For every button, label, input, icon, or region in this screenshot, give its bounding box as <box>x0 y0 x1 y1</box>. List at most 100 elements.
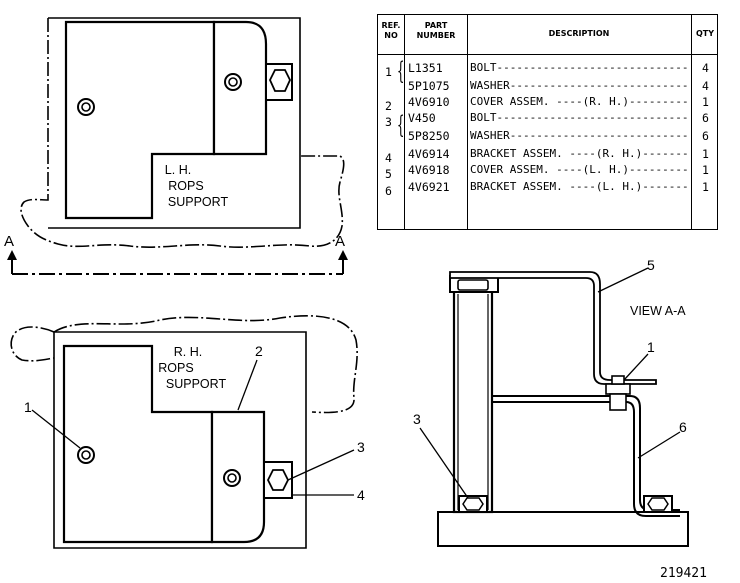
bracket-sheet-outer <box>492 395 680 511</box>
lh-hex-bolt-head <box>269 69 291 92</box>
row-description-text: BOLT <box>470 111 497 124</box>
row-leader-dashes: ---- <box>562 147 596 160</box>
section-marker-left: A <box>4 233 14 250</box>
row-leader-dashes: ----------------------------------------… <box>509 129 688 142</box>
view-a-a-title: VIEW A-A <box>630 304 686 318</box>
row-qty: 4 <box>702 61 709 75</box>
row-side: (R. H.) <box>595 147 643 160</box>
section-arrow-left-head <box>7 250 17 260</box>
lh-bracket <box>212 20 268 156</box>
lh-rops-support-view: L. H. ROPS SUPPORT <box>20 17 345 248</box>
section-marker-right: A <box>335 233 345 250</box>
rh-bolt-left-outer <box>77 446 95 464</box>
rh-frame <box>53 331 307 549</box>
lh-label-line-2: ROPS <box>168 179 203 193</box>
row-side: (L. H.) <box>582 163 629 176</box>
row-description: BOLT------------------------------------… <box>470 61 688 75</box>
lh-label-line-3: SUPPORT <box>168 195 229 209</box>
rh-label-line-1: R. H. <box>174 345 202 359</box>
row-leader-dashes: ----------------------------------------… <box>496 61 689 74</box>
rh-leader-3 <box>287 449 355 481</box>
mid-bolt-nut <box>609 393 627 411</box>
row-description-text: BOLT <box>470 61 497 74</box>
view-callout-6: 6 <box>679 419 687 435</box>
row-qty: 1 <box>702 163 709 177</box>
row-part-number: 4V6910 <box>408 95 450 109</box>
vertical-post <box>452 288 494 514</box>
rh-bracket <box>210 410 266 544</box>
row-part-number: 5P1075 <box>408 79 450 93</box>
row-part-number: 4V6914 <box>408 147 450 161</box>
view-leader-1 <box>623 353 649 381</box>
base-plate <box>437 511 689 547</box>
row-leader-dashes: ----------------------------------------… <box>628 95 688 108</box>
row-qty: 6 <box>702 111 709 125</box>
row-leader-dashes: ----------------------------------------… <box>496 111 689 124</box>
row-description-text: WASHER <box>470 129 510 142</box>
view-callout-3: 3 <box>413 411 421 427</box>
row-leader-dashes: ----------------------------------------… <box>628 163 688 176</box>
rh-label-line-3: SUPPORT <box>166 377 227 391</box>
row-qty: 1 <box>702 180 709 194</box>
lh-label-line-1: L. H. <box>165 163 191 177</box>
row-description-text: COVER ASSEM. <box>470 95 550 108</box>
row-description-text: COVER ASSEM. <box>470 163 550 176</box>
cover-sheet <box>449 271 657 385</box>
row-part-number: L1351 <box>408 61 443 75</box>
table-header-divider <box>378 54 717 55</box>
row-description: BRACKET ASSEM. ----(L. H.)--------------… <box>470 180 688 194</box>
lh-bolt-right-inner <box>228 77 238 87</box>
row-side: (L. H.) <box>595 180 643 193</box>
row-description: COVER ASSEM. ----(R. H.)----------------… <box>470 95 688 109</box>
section-line-a-a: A A <box>4 233 348 275</box>
rh-callout-2: 2 <box>255 343 263 359</box>
row-part-number: 4V6921 <box>408 180 450 194</box>
rh-support-plate <box>62 344 214 544</box>
rh-break-line-top <box>53 315 358 414</box>
row-description: BRACKET ASSEM. ----(R. H.)--------------… <box>470 147 688 161</box>
row-part-number: 5P8250 <box>408 129 450 143</box>
table-col-divider-2 <box>467 15 468 229</box>
row-ref-no: 2 <box>385 99 392 113</box>
brace-group-3: { <box>396 111 405 139</box>
row-description-text: BRACKET ASSEM. <box>470 147 563 160</box>
row-ref-no: 6 <box>385 184 392 198</box>
rh-rops-support-view: R. H. ROPS SUPPORT 1 2 3 4 <box>10 315 365 549</box>
view-leader-3 <box>419 427 469 499</box>
lh-bolt-left-outer <box>77 98 95 116</box>
row-leader-dashes: ----------------------------------------… <box>509 79 688 92</box>
view-leader-6 <box>637 431 681 459</box>
figure-number: 219421 <box>660 566 707 581</box>
row-leader-dashes: ---- <box>549 95 583 108</box>
bracket-sheet-inner <box>492 401 680 517</box>
mid-bolt-washer <box>605 383 631 395</box>
brace-group-1: { <box>396 57 405 85</box>
view-leader-5 <box>597 267 649 293</box>
row-part-number: V450 <box>408 111 436 125</box>
lh-frame <box>48 17 301 229</box>
row-leader-dashes: ---- <box>549 163 583 176</box>
header-description: DESCRIPTION <box>548 29 610 38</box>
header-ref-no: REF. NO <box>381 21 401 40</box>
row-ref-no: 5 <box>385 167 392 181</box>
row-leader-dashes: ----------------------------------------… <box>642 180 688 193</box>
rh-break-line-left <box>10 326 55 362</box>
rh-bolt-left-inner <box>81 450 91 460</box>
post-top-bolt <box>457 279 489 291</box>
lh-bolt-left-inner <box>81 102 91 112</box>
mid-bolt-head <box>611 375 625 385</box>
row-leader-dashes: ----------------------------------------… <box>642 147 688 160</box>
bottom-bolt-right-head <box>647 497 669 511</box>
rh-callout-3: 3 <box>357 439 365 455</box>
row-qty: 4 <box>702 79 709 93</box>
row-qty: 6 <box>702 129 709 143</box>
table-col-divider-1 <box>404 15 405 229</box>
lh-break-line <box>20 18 345 248</box>
row-leader-dashes: ---- <box>562 180 596 193</box>
row-part-number: 4V6918 <box>408 163 450 177</box>
view-a-a-section: VIEW A-A 5 1 3 6 <box>413 257 689 547</box>
bottom-bolt-left-head <box>462 497 484 511</box>
header-qty: QTY <box>695 29 715 38</box>
row-description: BOLT------------------------------------… <box>470 111 688 125</box>
